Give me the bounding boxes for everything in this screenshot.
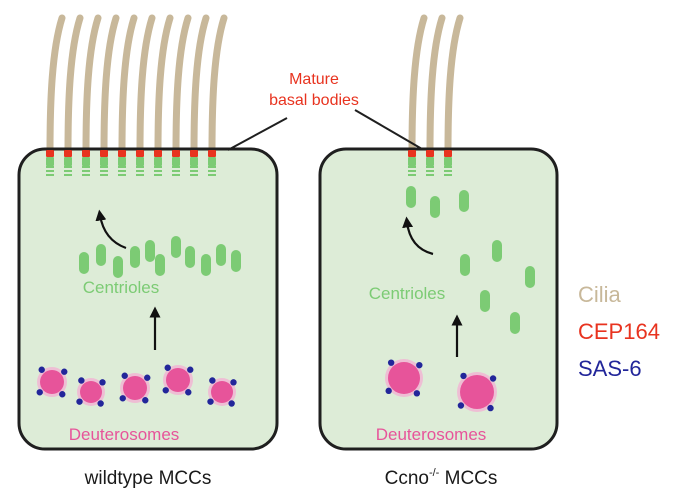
wildtype-deuterosome xyxy=(76,377,106,407)
annotation-line1: Mature xyxy=(289,71,339,88)
wildtype-basal-body xyxy=(172,150,180,178)
deuterosomes-label-wildtype: Deuterosomes xyxy=(69,425,180,444)
deuterosomes-wildtype xyxy=(36,364,237,407)
wildtype-deuterosome xyxy=(162,364,194,396)
ccno-centriole xyxy=(510,312,520,334)
wildtype-cilium xyxy=(100,14,120,156)
ccno-centriole xyxy=(406,186,416,208)
wildtype-cilium xyxy=(82,14,102,156)
annotation-line2: basal bodies xyxy=(269,92,359,109)
deuterosomes-label-ccno: Deuterosomes xyxy=(376,425,487,444)
arrow-up-curved-ccno xyxy=(402,216,434,256)
wildtype-cilium xyxy=(172,14,192,156)
wildtype-basal-body xyxy=(208,150,216,178)
wildtype-centriole xyxy=(113,256,123,278)
ccno-centriole xyxy=(480,290,490,312)
wildtype-cilium xyxy=(118,14,138,156)
wildtype-centriole xyxy=(155,254,165,276)
wildtype-cilium xyxy=(154,14,174,156)
wildtype-centriole xyxy=(145,240,155,262)
centrioles-ccno xyxy=(406,186,535,334)
wildtype-basal-body xyxy=(118,150,126,178)
wildtype-centriole xyxy=(231,250,241,272)
wildtype-cilium xyxy=(136,14,156,156)
wildtype-cilium xyxy=(46,14,66,156)
ccno-cilium xyxy=(426,14,446,156)
arrow-up-curved-wildtype xyxy=(95,209,127,250)
caption-ccno: Ccno-/- MCCs xyxy=(385,467,498,489)
legend-cilia: Cilia xyxy=(578,282,622,307)
ccno-centriole xyxy=(525,266,535,288)
wildtype-basal-body xyxy=(100,150,108,178)
cilia-wildtype xyxy=(46,14,228,156)
centrioles-label-wildtype: Centrioles xyxy=(83,278,160,297)
wildtype-basal-body xyxy=(64,150,72,178)
wildtype-basal-body xyxy=(46,150,54,178)
ccno-centriole xyxy=(430,196,440,218)
centrioles-label-ccno: Centrioles xyxy=(369,284,446,303)
caption-ccno-rest: MCCs xyxy=(439,468,497,489)
wildtype-cilium xyxy=(208,14,228,156)
deuterosomes-ccno xyxy=(385,359,497,412)
wildtype-basal-body xyxy=(82,150,90,178)
ccno-deuterosome xyxy=(385,359,423,397)
wildtype-deuterosome xyxy=(207,377,237,407)
wildtype-centriole xyxy=(171,236,181,258)
legend-sas6: SAS-6 xyxy=(578,356,642,381)
centrioles-wildtype xyxy=(79,236,241,278)
basal-bodies-ccno xyxy=(408,150,452,178)
ccno-basal-body xyxy=(408,150,416,178)
legend-cep164: CEP164 xyxy=(578,319,660,344)
ccno-centriole xyxy=(492,240,502,262)
caption-wildtype: wildtype MCCs xyxy=(84,468,212,489)
cilia-ccno xyxy=(408,14,464,156)
annotation-pointer-wildtype xyxy=(227,117,288,151)
cell-wildtype xyxy=(17,147,279,451)
ccno-deuterosome xyxy=(457,372,497,412)
wildtype-cilium xyxy=(64,14,84,156)
caption-ccno-superscript: -/- xyxy=(429,467,440,479)
wildtype-centriole xyxy=(216,244,226,266)
caption-ccno-gene: Ccno xyxy=(385,468,429,489)
wildtype-cilium xyxy=(190,14,210,156)
wildtype-deuterosome xyxy=(36,366,68,398)
wildtype-centriole xyxy=(201,254,211,276)
ccno-basal-body xyxy=(426,150,434,178)
wildtype-deuterosome xyxy=(119,372,151,404)
basal-bodies-wildtype xyxy=(46,150,216,178)
wildtype-basal-body xyxy=(154,150,162,178)
wildtype-centriole xyxy=(185,246,195,268)
wildtype-centriole xyxy=(79,252,89,274)
wildtype-basal-body xyxy=(190,150,198,178)
wildtype-centriole xyxy=(96,244,106,266)
wildtype-centriole xyxy=(130,246,140,268)
ccno-cilium xyxy=(444,14,464,156)
ccno-centriole xyxy=(459,190,469,212)
cell-ccno xyxy=(318,147,559,451)
ccno-cilium xyxy=(408,14,428,156)
wildtype-basal-body xyxy=(136,150,144,178)
ccno-basal-body xyxy=(444,150,452,178)
ccno-centriole xyxy=(460,254,470,276)
annotation-pointer-ccno xyxy=(354,109,423,150)
